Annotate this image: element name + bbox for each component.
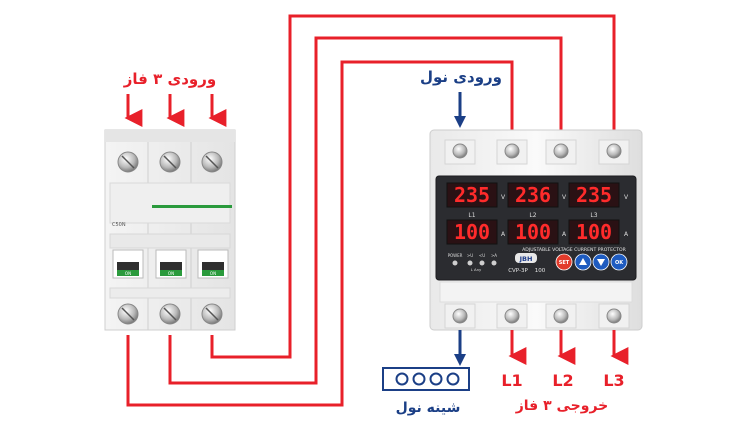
screw-icon [504, 143, 520, 159]
wire-phase-3 [210, 14, 616, 359]
breaker-switches: ON ON ON [112, 249, 229, 279]
ok-button-label: OK [615, 260, 624, 266]
triangle-down-icon [597, 259, 605, 266]
protector-top-terminals [444, 139, 630, 165]
ok-button[interactable] [610, 253, 628, 271]
led-power [452, 260, 458, 266]
unit-v: V [624, 194, 629, 201]
triangle-up-icon [579, 258, 587, 265]
output-l2-label: L2 [552, 371, 573, 390]
led-sub-label: L Any [471, 267, 482, 272]
status-leds: POWER >U <U >A L Any [448, 253, 498, 272]
screw-icon [452, 143, 468, 159]
circuit-breaker: C50N ON ON ON [104, 129, 236, 331]
led-label-overvoltage: >U [467, 253, 473, 258]
voltage-l3: 235 [576, 183, 612, 207]
brand-name: JBH [519, 255, 533, 263]
current-l1: 100 [454, 220, 490, 244]
breaker-model: C50N [112, 222, 126, 228]
neutral-bus-bar [382, 367, 470, 391]
screw-icon [553, 143, 569, 159]
current-l2: 100 [515, 220, 551, 244]
input-neutral-label: ورودی نول [420, 68, 502, 86]
unit-v: V [562, 194, 567, 201]
output-l3-label: L3 [603, 371, 624, 390]
voltage-l2: 236 [515, 183, 551, 207]
bus-hole [429, 372, 443, 386]
protector-title: ADJUSTABLE VOLTAGE CURRENT PROTECTOR [522, 247, 626, 253]
voltage-l1: 235 [454, 183, 490, 207]
output-l1-label: L1 [501, 371, 522, 390]
voltage-current-protector: 235 236 235 V V V L1 L2 L3 100 100 100 A… [429, 129, 643, 331]
switch-label-on: ON [210, 271, 216, 276]
unit-a: A [501, 231, 506, 238]
phase-wires [126, 14, 616, 407]
led-label-overcurrent: >A [491, 253, 497, 258]
unit-v: V [501, 194, 506, 201]
brand-logo [515, 253, 537, 263]
control-buttons: SET OK [555, 253, 628, 271]
protector-rating: 100 [535, 268, 546, 274]
voltage-displays: 235 236 235 V V V [446, 182, 629, 208]
set-button-label: SET [559, 260, 570, 266]
bus-hole [395, 372, 409, 386]
protector-bottom-terminals [444, 303, 630, 329]
phase-label-l2: L2 [529, 212, 536, 219]
output-arrows [508, 330, 629, 365]
phase-label-l1: L1 [468, 212, 475, 219]
led-label-undervoltage: <U [479, 253, 485, 258]
switch-label-on: ON [125, 271, 131, 276]
input-3phase-label: ورودی ۳ فاز [123, 70, 216, 88]
wire-phase-2 [168, 36, 563, 385]
current-displays: 100 100 100 A A A [446, 219, 629, 245]
unit-a: A [562, 231, 567, 238]
screw-icon [606, 308, 622, 324]
breaker-top-terminals [117, 151, 223, 173]
wire-phase-1 [126, 60, 514, 407]
switch-label-on: ON [168, 271, 174, 276]
breaker-green-indicator [152, 205, 232, 208]
neutral-bus-label: شینه نول [396, 400, 461, 416]
set-button[interactable] [555, 253, 573, 271]
current-l3: 100 [576, 220, 612, 244]
bus-hole [446, 372, 460, 386]
led-label-power: POWER [448, 253, 463, 258]
bus-hole [412, 372, 426, 386]
protector-model: CVP-3P [508, 268, 528, 274]
output-3phase-label: خروجی ۳ فاز [515, 398, 609, 414]
screw-icon [504, 308, 520, 324]
screw-icon [553, 308, 569, 324]
led-undervoltage [479, 260, 485, 266]
screw-icon [606, 143, 622, 159]
led-overvoltage [467, 260, 473, 266]
screw-icon [452, 308, 468, 324]
unit-a: A [624, 231, 629, 238]
breaker-bottom-terminals [117, 303, 223, 325]
led-overcurrent [491, 260, 497, 266]
phase-label-l3: L3 [590, 212, 597, 219]
input-arrows [124, 94, 227, 127]
